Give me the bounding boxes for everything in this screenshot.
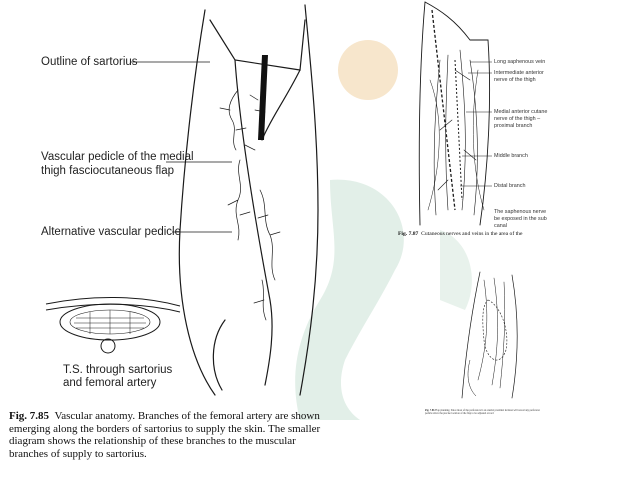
caption-text-1: Vascular anatomy. Branches of the femora… [54,410,320,422]
rt-label-distal: Distal branch [494,183,526,189]
rt-saphenous-dashed [431,9,456,211]
caption-fig-7-86: Fig. 7.86 Flap planning. Since most of t… [425,409,545,415]
caption-line-1: Fig. 7.85 Vascular anatomy. Branches of … [9,410,349,423]
thigh-outline-right [299,4,319,396]
sartorius-outline-inner [234,59,273,386]
label-pedicle-line1: Vascular pedicle of the medial [41,151,194,163]
caption-fig-7-86-number: Fig. 7.86 [425,409,435,412]
ts-upper-band [45,297,181,307]
caption-fig-7-87-text: Cutaneous nerves and veins in the area o… [421,231,523,237]
watermark-green-shape-2 [440,230,472,310]
caption-fig-number: Fig. 7.85 [9,410,50,422]
rt-label-medial-ant-1: Medial anterior cutane [494,109,548,115]
rt-top-curve [424,1,489,41]
rt-label-medial-ant-3: proximal branch [494,123,533,129]
ts-hatching [74,310,146,334]
rt-label-middle: Middle branch [494,153,528,159]
rt-label-inter-ant-2: nerve of the thigh [494,77,536,83]
rb-flap-outline [482,299,508,361]
rt-label-saph-nerve-3: canal [494,223,507,229]
ts-cross-section [45,297,181,354]
label-ts-line1: T.S. through sartorius [63,364,173,376]
rb-muscle-lines [477,277,506,389]
watermark-orange-disc [338,40,398,100]
label-pedicle-line2: thigh fasciocutaneous flap [41,165,174,177]
rb-thigh-outline-right [511,274,518,399]
ts-femoral-artery [100,338,116,354]
rb-knee-curve [467,359,477,397]
thigh-outline-left [178,9,216,396]
knee-curve [212,319,226,391]
label-ts-line2: and femoral artery [63,377,157,389]
caption-fig-7-85: Fig. 7.85 Vascular anatomy. Branches of … [9,410,349,460]
caption-line-4: branches of supply to sartorius. [9,447,147,460]
rt-label-medial-ant-2: nerve of the thigh – [494,116,541,122]
ts-muscle-ellipse [59,303,161,341]
rt-muscle-bands [427,69,485,211]
caption-line-3: diagram shows the relationship of these … [9,435,296,448]
caption-fig-7-87: Fig. 7.87 Cutaneous nerves and veins in … [398,231,638,238]
sartorius-border [261,69,301,141]
rt-thigh-outline-left [418,1,426,226]
vessel-branch-4 [253,279,267,321]
rt-label-saph-nerve-1: The saphenous nerve [494,209,547,215]
rb-thigh-outline-left [461,271,481,399]
label-alt-pedicle: Alternative vascular pedicle [41,226,181,238]
rt-label-saph-nerve-2: be exposed in the sub [494,216,547,222]
rt-nerve-dashed [454,59,463,201]
caption-line-2: emerging along the borders of sartorius … [9,422,321,435]
vessel-branch-1 [219,89,247,151]
label-outline-sartorius: Outline of sartorius [41,56,138,68]
rt-label-long-saph: Long saphenous vein [494,59,546,65]
caption-fig-7-86-text: Flap planning. Since most of the perfora… [425,409,540,416]
femoral-artery [258,55,268,140]
watermark-green-shape [295,179,404,420]
rt-label-inter-ant-1: Intermediate anterior [494,70,544,76]
vessel-branch-3 [257,189,281,281]
caption-fig-7-87-number: Fig. 7.87 [398,231,419,237]
vessel-branch-2 [227,159,251,241]
